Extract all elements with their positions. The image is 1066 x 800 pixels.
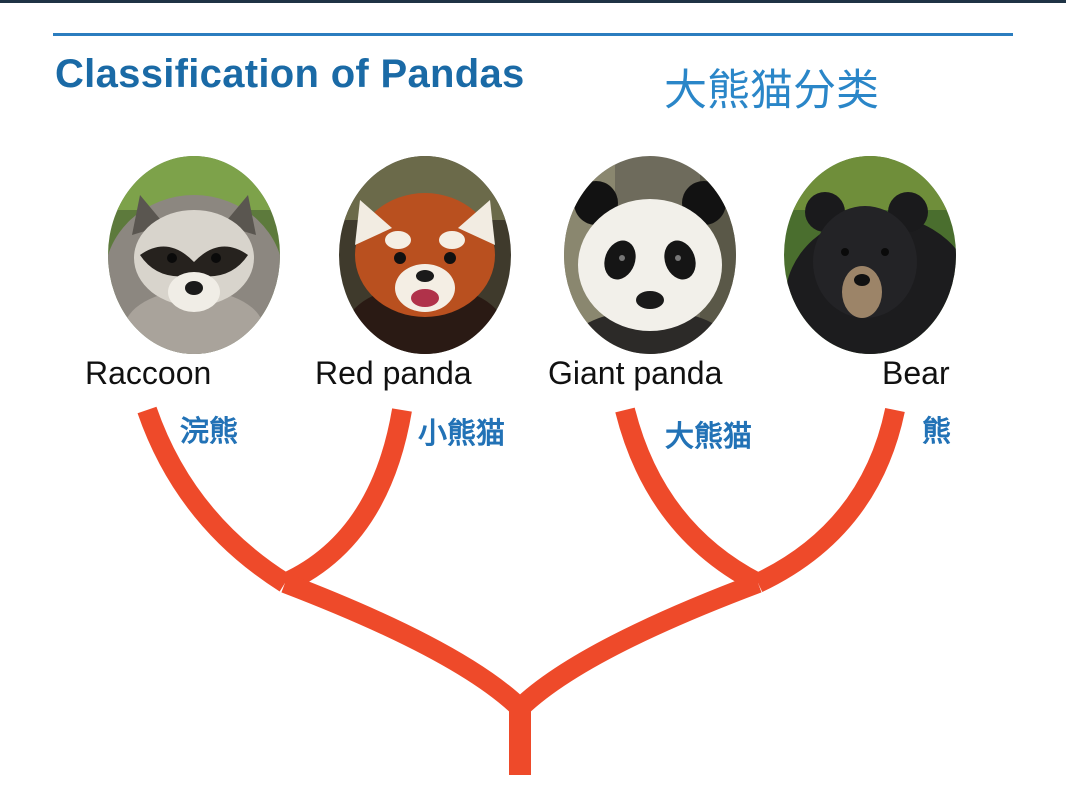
raccoon-label-chinese: 浣熊 (180, 414, 239, 448)
title-divider (53, 33, 1013, 36)
red-panda-label: Red panda (315, 355, 472, 391)
page-title: Classification of Pandas (55, 52, 525, 96)
bear-label-chinese: 熊 (922, 414, 952, 448)
giant-panda-label-chinese: 大熊猫 (665, 419, 753, 453)
bear-label: Bear (882, 355, 950, 391)
red-panda-branch (280, 408, 412, 593)
giant-panda-label: Giant panda (548, 355, 723, 391)
left-clade-branch (281, 573, 527, 716)
bear-branch (753, 407, 905, 593)
raccoon-branch (137, 406, 291, 592)
red-panda-label-chinese: 小熊猫 (418, 416, 506, 450)
raccoon-label: Raccoon (85, 355, 212, 391)
giant-panda-branch (615, 407, 763, 592)
page-title-chinese: 大熊猫分类 (664, 66, 879, 116)
right-clade-branch (513, 573, 762, 716)
top-border (0, 0, 1066, 3)
